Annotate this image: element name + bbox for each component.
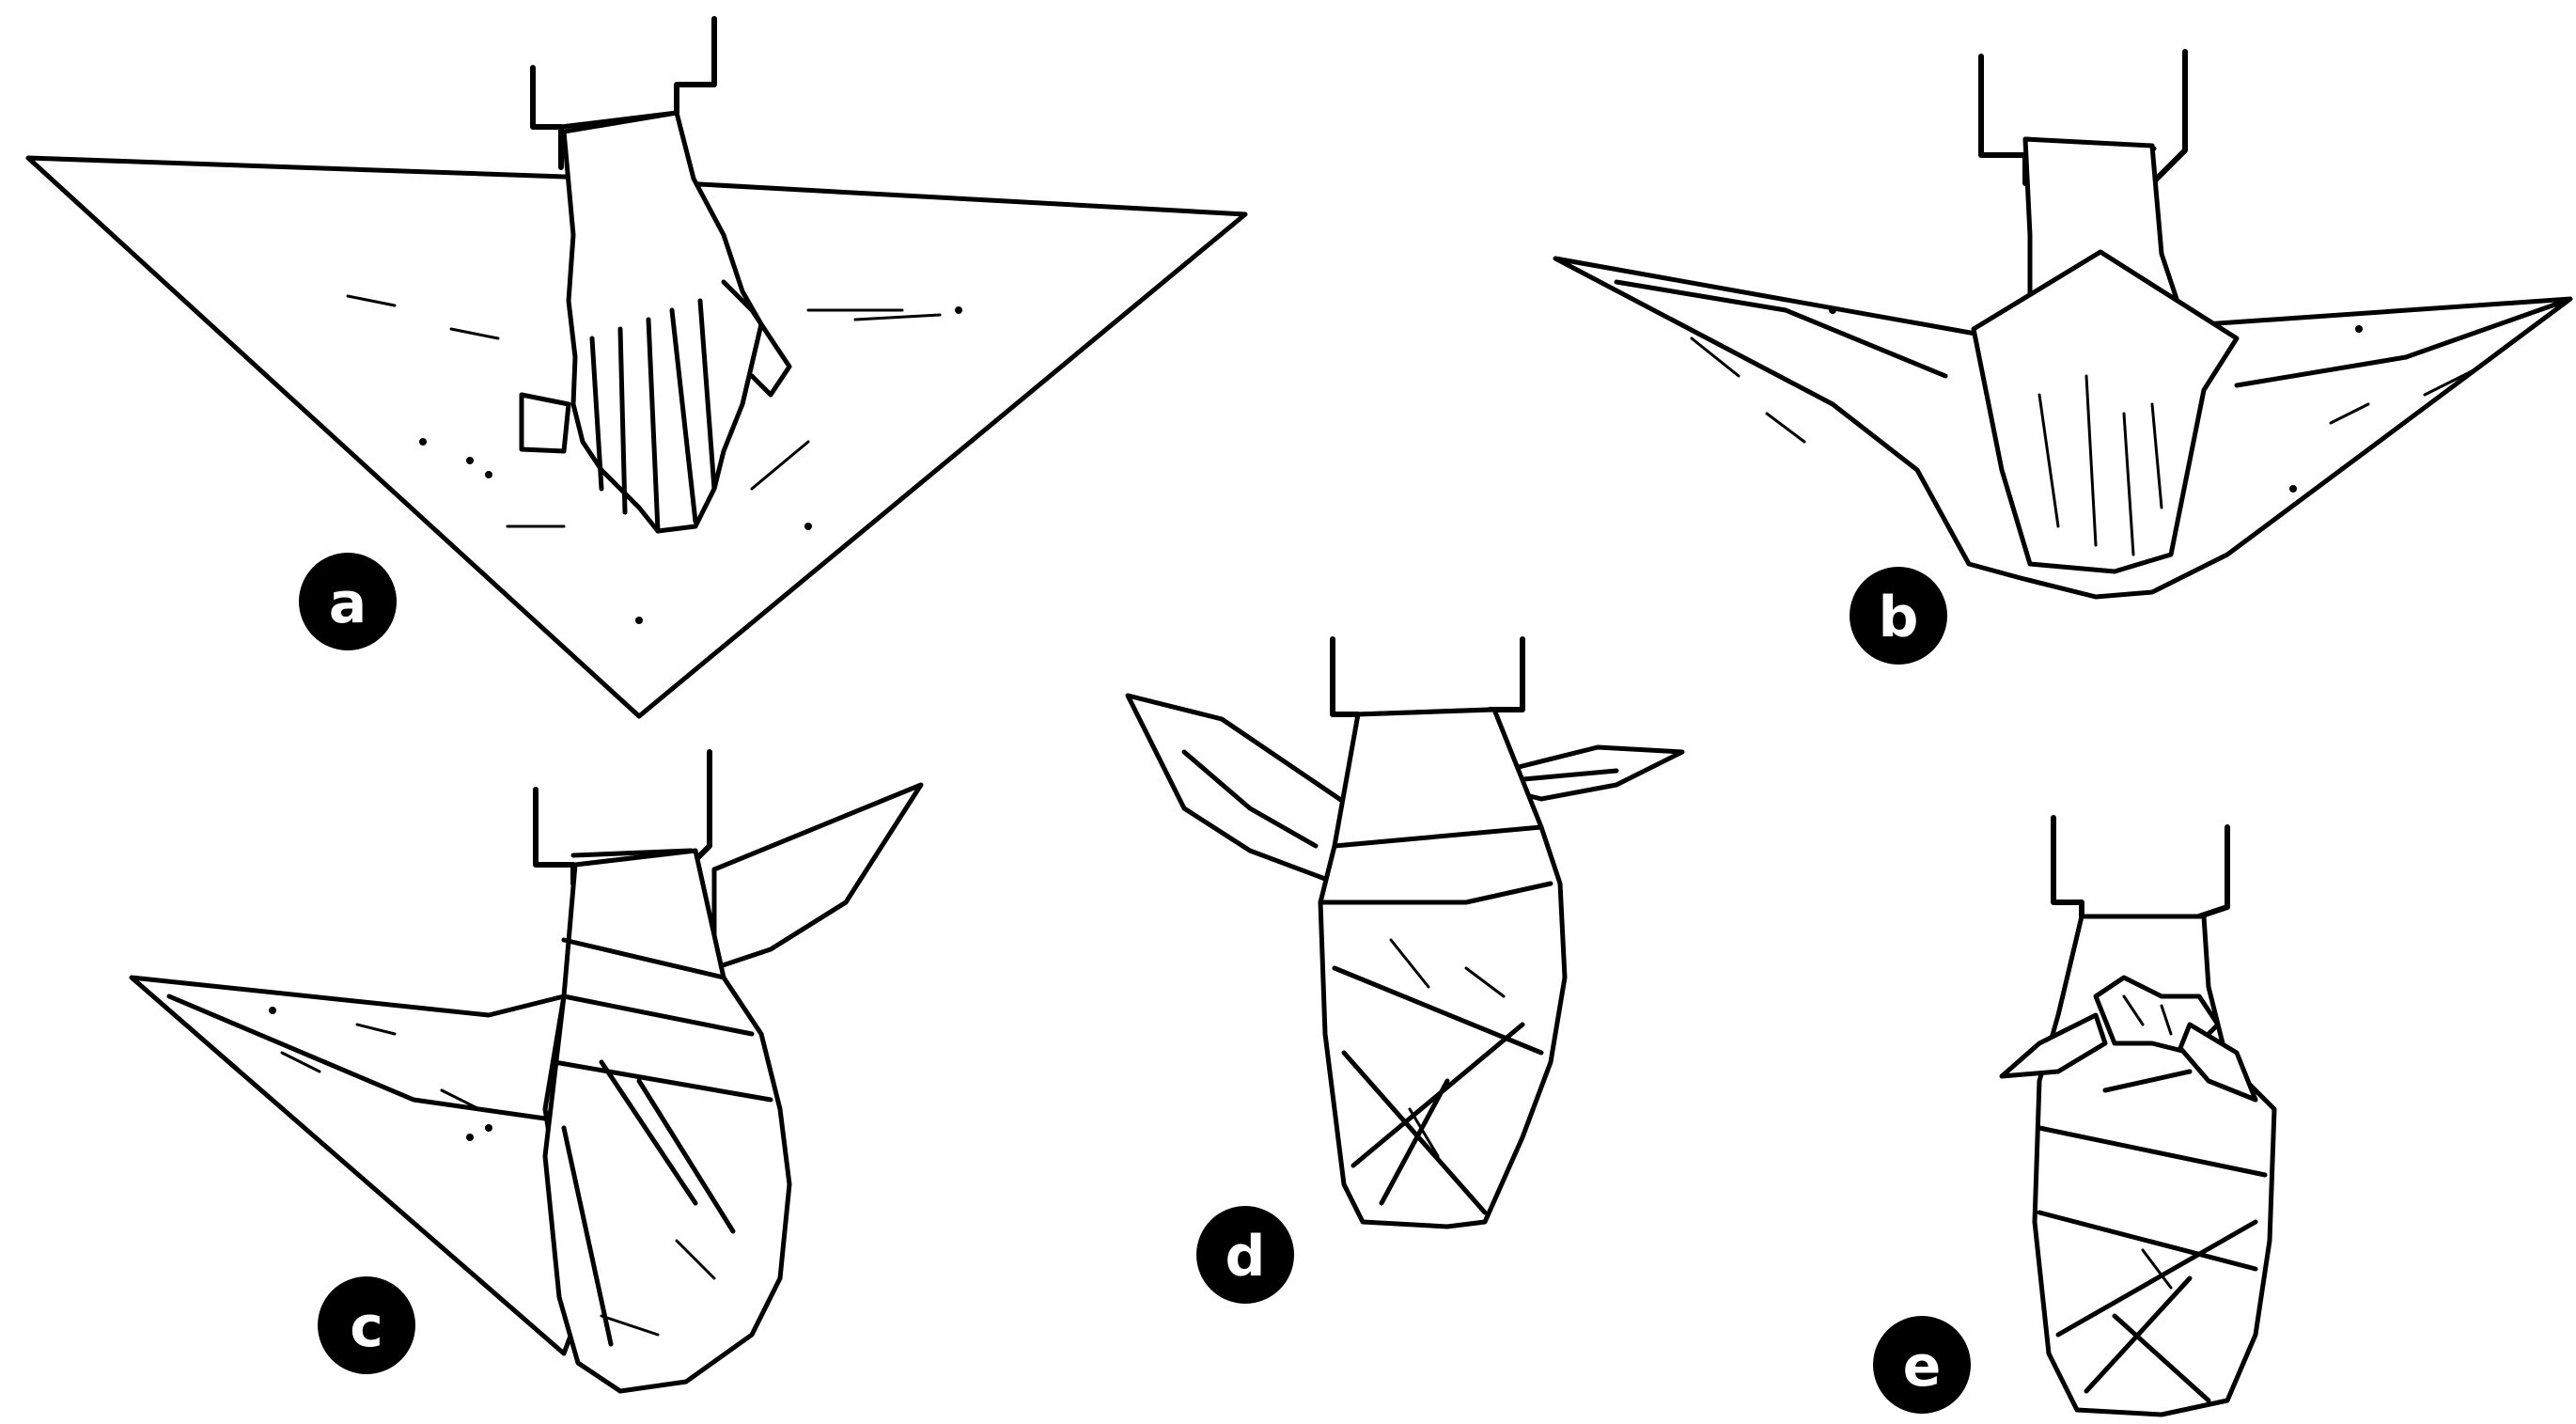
sleeve-e	[2053, 818, 2227, 921]
step-a-illustration	[28, 19, 1245, 716]
step-label-b: b	[1879, 585, 1919, 650]
step-label-e: e	[1903, 1334, 1942, 1400]
step-c-illustration	[132, 752, 921, 1391]
bandage-tail-left-d	[1128, 696, 1353, 879]
bandage-tail-right-c	[714, 785, 921, 968]
step-label-d: d	[1226, 1224, 1266, 1290]
step-badge-b: b	[1850, 567, 1947, 665]
step-badge-a: a	[299, 553, 397, 650]
step-b-illustration	[1555, 52, 2570, 597]
step-d-illustration	[1128, 639, 1682, 1227]
step-badge-d: d	[1196, 1206, 1294, 1304]
step-badge-e: e	[1873, 1316, 1971, 1414]
step-e-illustration	[2002, 818, 2274, 1415]
step-label-c: c	[350, 1294, 383, 1360]
step-badge-c: c	[318, 1276, 415, 1374]
step-label-a: a	[329, 571, 367, 636]
